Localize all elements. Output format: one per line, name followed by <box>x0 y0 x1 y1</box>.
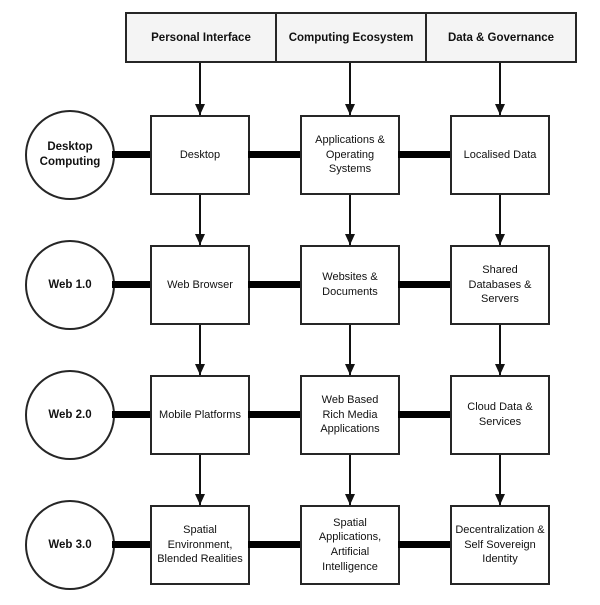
down-arrow <box>344 195 355 245</box>
column-header-data-governance: Data & Governance <box>425 12 577 63</box>
cell-localised-data: Localised Data <box>450 115 550 195</box>
era-label: Web 3.0 <box>48 538 92 551</box>
era-label: Desktop Computing <box>39 141 101 168</box>
cell-label: Desktop <box>179 148 221 161</box>
cell-spatial-environment-blended-realities: Spatial Environment, Blended Realities <box>150 505 250 585</box>
cell-label: Localised Data <box>463 148 537 161</box>
down-arrow <box>344 63 355 115</box>
cell-applications-operating-systems: Applications & Operating Systems <box>300 115 400 195</box>
down-arrow <box>494 195 505 245</box>
down-arrow <box>194 455 205 505</box>
connector-bar <box>112 281 152 288</box>
era-circle-web-1-0: Web 1.0 <box>25 240 115 330</box>
cell-spatial-applications-artificial-intelligence: Spatial Applications, Artificial Intelli… <box>300 505 400 585</box>
cell-label: Cloud Data & Services <box>467 401 533 428</box>
cell-websites-documents: Websites & Documents <box>300 245 400 325</box>
cell-label: Websites & Documents <box>322 271 378 298</box>
down-arrow <box>494 63 505 115</box>
connector-bar <box>112 151 152 158</box>
cell-label: Spatial Applications, Artificial Intelli… <box>318 516 382 573</box>
cell-desktop: Desktop <box>150 115 250 195</box>
connector-bar <box>248 281 302 288</box>
down-arrow <box>194 63 205 115</box>
cell-cloud-data-services: Cloud Data & Services <box>450 375 550 455</box>
connector-bar <box>398 411 452 418</box>
cell-label: Decentralization & Self Sovereign Identi… <box>455 524 545 566</box>
column-header-personal-interface: Personal Interface <box>125 12 277 63</box>
connector-bar <box>248 541 302 548</box>
connector-bar <box>398 541 452 548</box>
era-label: Web 2.0 <box>48 408 92 421</box>
column-header-label: Personal Interface <box>151 31 251 44</box>
cell-label: Spatial Environment, Blended Realities <box>157 524 243 566</box>
era-circle-web-3-0: Web 3.0 <box>25 500 115 590</box>
column-header-label: Computing Ecosystem <box>288 31 414 44</box>
cell-label: Shared Databases & Servers <box>468 264 532 306</box>
connector-bar <box>248 411 302 418</box>
down-arrow <box>194 325 205 375</box>
connector-bar <box>398 151 452 158</box>
cell-shared-databases-servers: Shared Databases & Servers <box>450 245 550 325</box>
down-arrow <box>344 325 355 375</box>
down-arrow <box>344 455 355 505</box>
connector-bar <box>112 411 152 418</box>
down-arrow <box>494 455 505 505</box>
down-arrow <box>194 195 205 245</box>
cell-mobile-platforms: Mobile Platforms <box>150 375 250 455</box>
cell-web-browser: Web Browser <box>150 245 250 325</box>
cell-label: Mobile Platforms <box>159 408 241 421</box>
connector-bar <box>248 151 302 158</box>
connector-bar <box>112 541 152 548</box>
column-header-label: Data & Governance <box>447 31 555 44</box>
cell-web-based-rich-media-applications: Web Based Rich Media Applications <box>300 375 400 455</box>
connector-bar <box>398 281 452 288</box>
cell-label: Web Browser <box>167 278 233 291</box>
column-headers: Personal Interface Computing Ecosystem D… <box>125 12 577 63</box>
era-circle-web-2-0: Web 2.0 <box>25 370 115 460</box>
era-label: Web 1.0 <box>48 278 92 291</box>
era-circle-desktop-computing: Desktop Computing <box>25 110 115 200</box>
cell-label: Web Based Rich Media Applications <box>320 394 380 436</box>
down-arrow <box>494 325 505 375</box>
cell-decentralization-self-sovereign-identity: Decentralization & Self Sovereign Identi… <box>450 505 550 585</box>
cell-label: Applications & Operating Systems <box>315 134 385 176</box>
column-header-computing-ecosystem: Computing Ecosystem <box>275 12 427 63</box>
